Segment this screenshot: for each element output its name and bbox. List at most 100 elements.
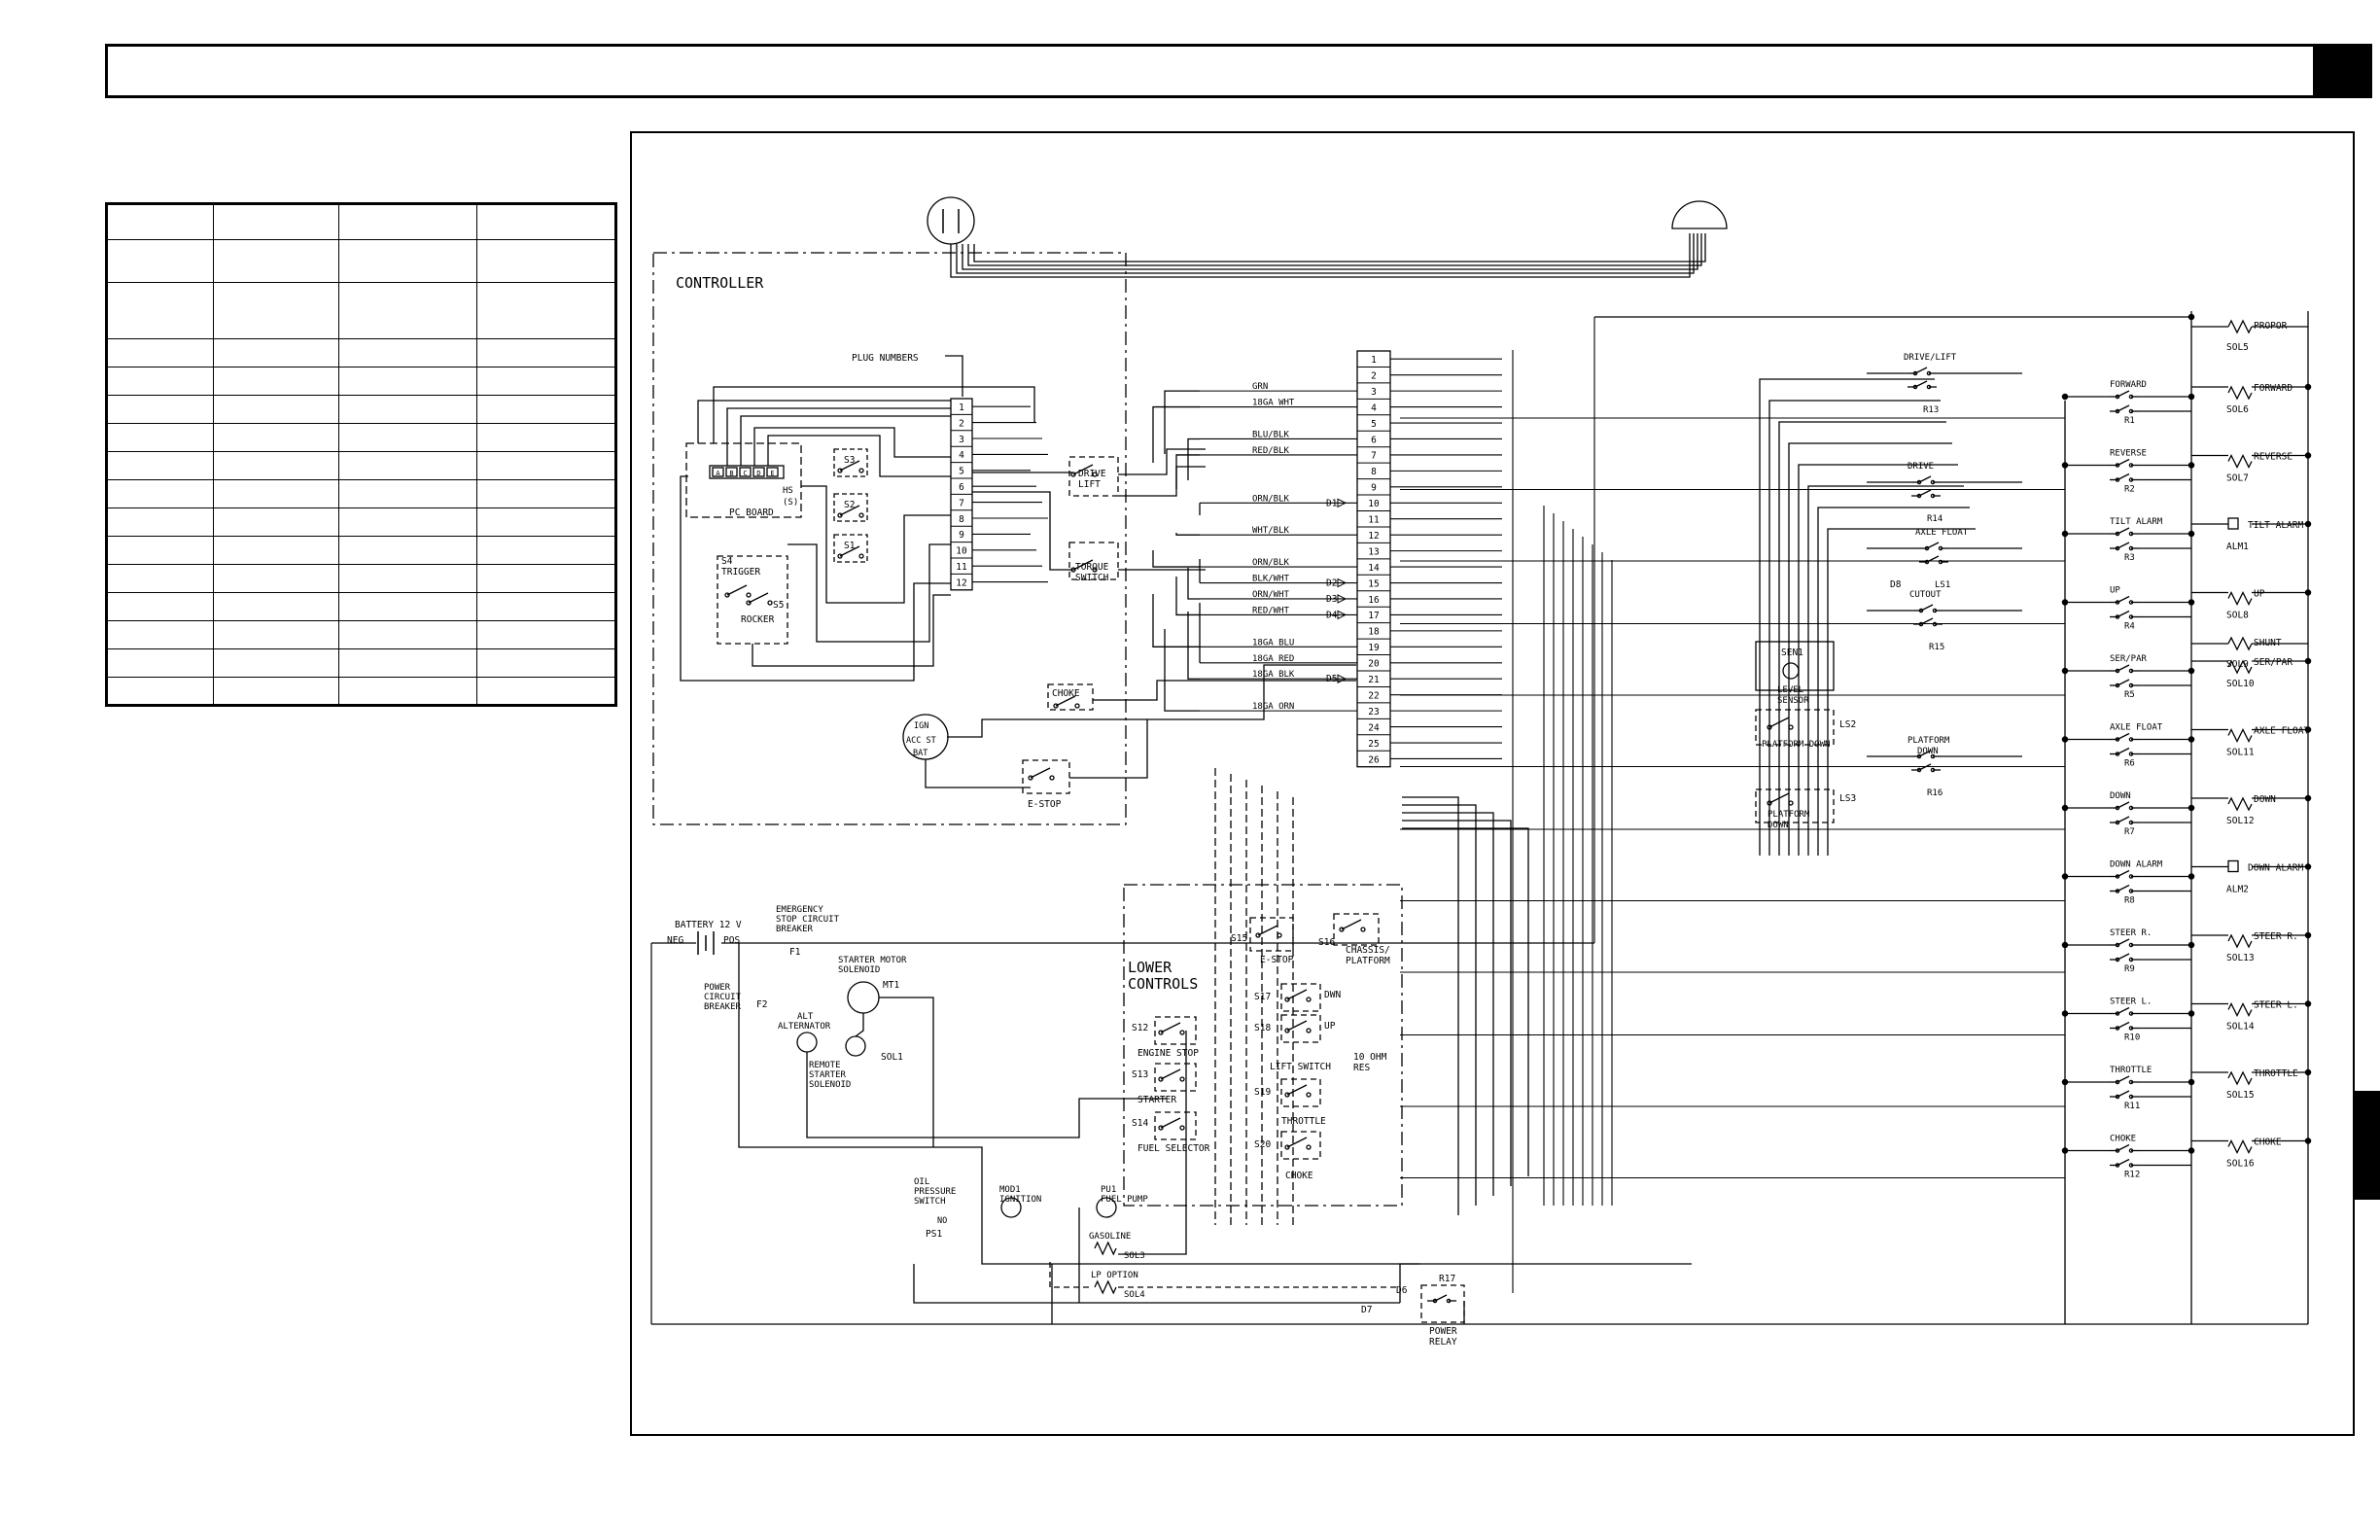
legend-cell [213, 648, 339, 678]
switch-box [833, 534, 868, 563]
switch-s2 [839, 505, 860, 516]
controller-wire [752, 594, 951, 667]
relay-name-label: THROTTLE [2110, 1066, 2152, 1075]
s17-box [1280, 983, 1321, 1012]
controller-choke-switch [1055, 695, 1076, 707]
relay-contact [2115, 408, 2120, 414]
controller-estop-switch [1049, 775, 1055, 781]
mid-relay-name: DRIVE/LIFT [1904, 353, 1957, 363]
d8-label: D8 [1890, 579, 1902, 590]
f1-label: F1 [789, 947, 801, 958]
s20-label: S20 [1254, 1139, 1271, 1150]
terminal-wire [1152, 405, 1200, 463]
torque-switch [1092, 567, 1098, 573]
legend-cell [105, 338, 215, 368]
switch-s1-label: S1 [844, 541, 856, 551]
legend-row [105, 395, 616, 424]
ls3-box [1755, 788, 1835, 823]
solenoid-coil [2227, 933, 2253, 949]
pc-board-box [685, 442, 802, 518]
mid-relay-contact [1930, 753, 1936, 759]
relay-contact [2128, 394, 2134, 400]
relay-contact [2128, 408, 2134, 414]
power-relay-contact [1446, 1298, 1452, 1304]
load-code-label: SOL15 [2226, 1090, 2255, 1101]
s20-switch [1306, 1144, 1312, 1150]
terminal-number: 7 [1371, 451, 1377, 462]
drive-lift-switch [1072, 464, 1094, 475]
relay-contact [2115, 752, 2120, 756]
mid-relay-name: AXLE FLOAT [1915, 528, 1969, 538]
connector-cable [962, 233, 1698, 270]
ls2-switch [1768, 717, 1790, 728]
s18-switch [1286, 1020, 1308, 1032]
relay-contact [2115, 614, 2120, 619]
power-relay-label: RELAY [1429, 1337, 1457, 1348]
starter-solenoid [847, 981, 880, 1014]
s12-box [1154, 1016, 1197, 1045]
load-label: STEER L. [2254, 1000, 2298, 1011]
s15-label: S15 [1231, 933, 1247, 944]
s15-switch [1255, 932, 1261, 938]
mid-relay-id: R13 [1923, 405, 1939, 415]
plug-connector-head [1671, 200, 1728, 229]
relay-contact [2128, 531, 2134, 537]
connector-cable [967, 233, 1702, 266]
emergency-breaker-label: BREAKER [776, 925, 814, 934]
legend-cell [476, 592, 616, 621]
diode-symbol [1337, 578, 1348, 588]
terminal-wire [1152, 550, 1200, 568]
relay-contact [2115, 820, 2120, 825]
mid-bus-wire [1827, 528, 1976, 856]
s14-switch [1160, 1117, 1181, 1129]
terminal-number: 1 [1371, 355, 1377, 366]
s17-switch [1306, 997, 1312, 1002]
load-label: DOWN [2254, 794, 2276, 805]
mid-relay-id: R14 [1927, 514, 1942, 524]
platform-down-label-2: DOWN [1768, 821, 1789, 830]
mid-relay-contact [1938, 545, 1943, 551]
junction-dot [2188, 1078, 2195, 1086]
junction-dot [2061, 1078, 2069, 1086]
diode-symbol [1337, 498, 1348, 508]
switch-s3 [858, 468, 864, 473]
relay-contact [2115, 874, 2120, 879]
alternator-symbol [796, 1032, 818, 1053]
s12-label: S12 [1132, 1023, 1148, 1033]
relay-contact [2128, 957, 2134, 962]
pc-pin-label: E [770, 470, 774, 477]
s12-switch [1160, 1022, 1181, 1033]
plug-pin-number: 10 [956, 546, 967, 557]
switch-s2 [858, 512, 864, 518]
junction-dot [2188, 736, 2195, 743]
terminal-number: 23 [1368, 707, 1379, 718]
mt1-label: MT1 [883, 980, 899, 991]
gasoline-solenoid [1094, 1241, 1117, 1256]
estop-wire [1069, 719, 1148, 779]
load-code-label: SOL14 [2226, 1022, 2255, 1032]
lp-solenoid [1094, 1279, 1117, 1295]
terminal-wire [1187, 438, 1200, 480]
relay-name-label: REVERSE [2110, 449, 2147, 459]
sol1-label: SOL1 [881, 1052, 903, 1063]
s13-label: S13 [1132, 1069, 1148, 1080]
terminal-number: 21 [1368, 675, 1380, 685]
legend-cell [105, 282, 215, 339]
s14-box [1154, 1111, 1197, 1140]
ls2-box [1755, 709, 1835, 746]
s17-switch [1284, 997, 1290, 1002]
legend-cell [213, 282, 339, 339]
s12-switch [1179, 1030, 1185, 1035]
side-tab [2353, 1091, 2380, 1200]
diagram-frame [630, 131, 2355, 1436]
wire-color-label: WHT/BLK [1252, 526, 1290, 536]
relay-contact [2128, 477, 2134, 482]
plug-pin-number: 3 [959, 435, 964, 445]
mid-relay-contact [1916, 753, 1922, 759]
relay-contact [2128, 1079, 2134, 1085]
s4-switch [746, 592, 752, 598]
terminal-number: 11 [1368, 515, 1380, 526]
ignition-wire [947, 664, 1356, 738]
relay-contact [2115, 531, 2120, 537]
engine-wire [1399, 1263, 1419, 1303]
